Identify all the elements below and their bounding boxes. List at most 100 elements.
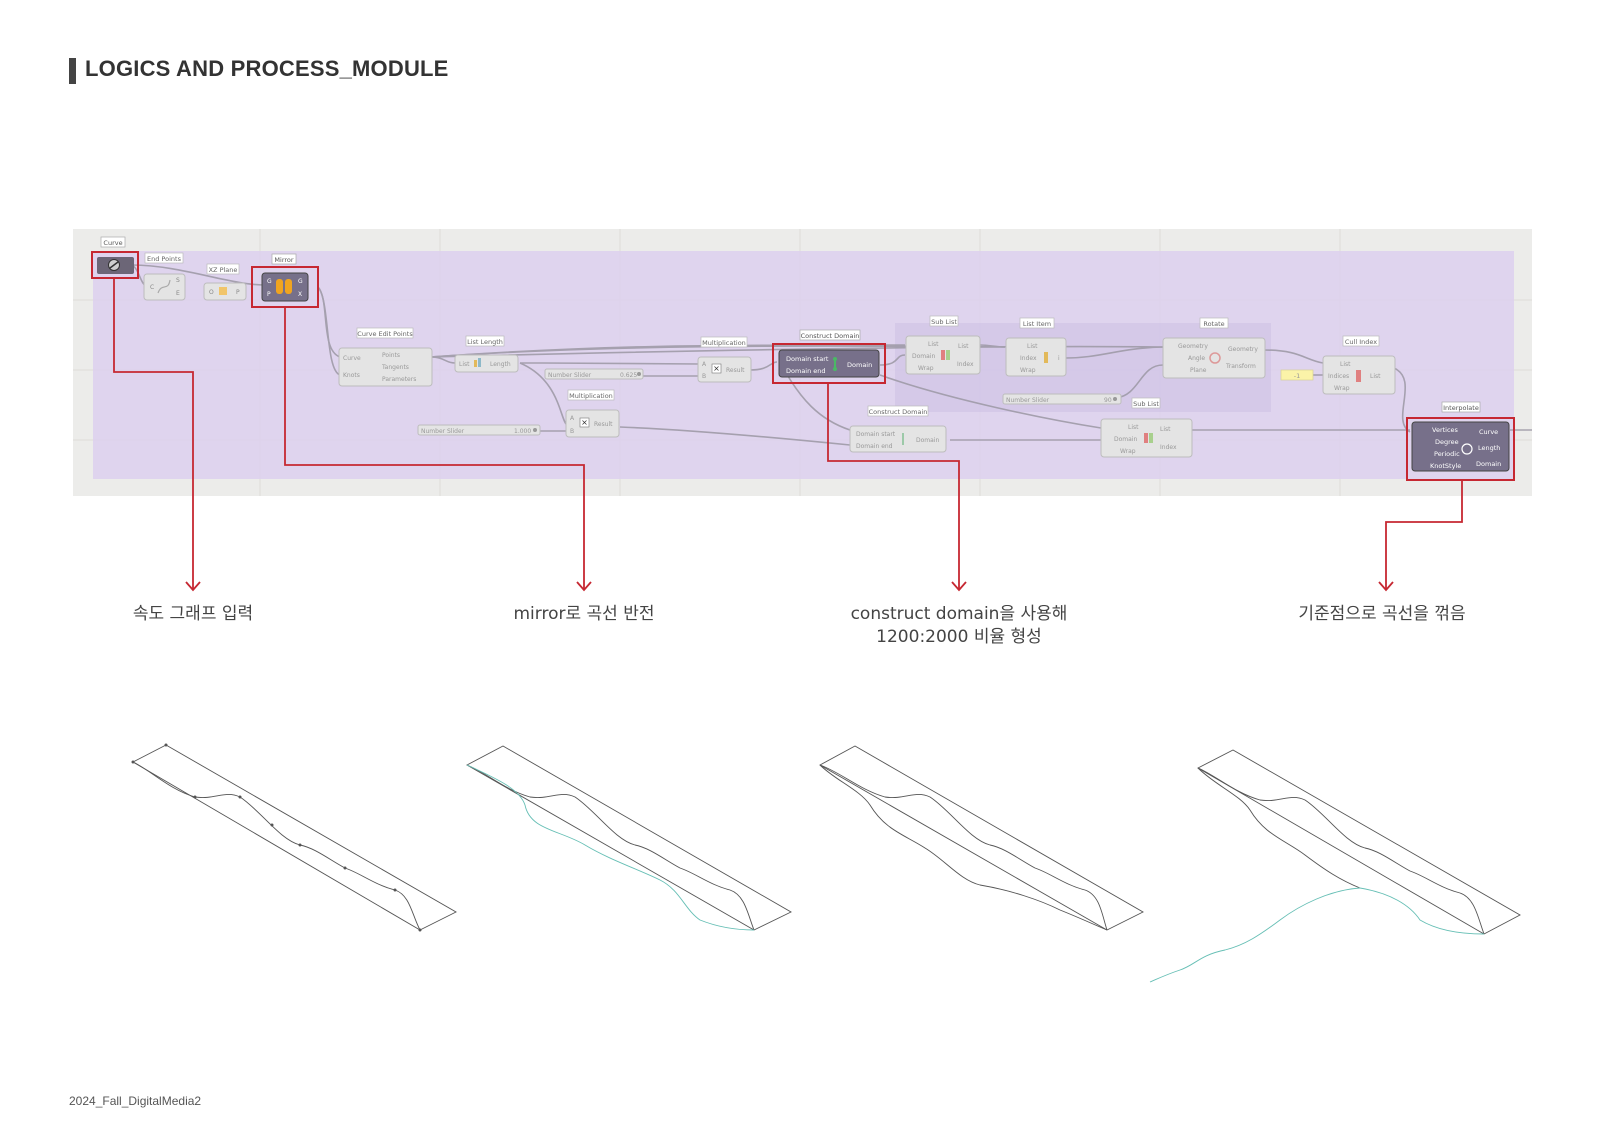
port-label: Domain start — [786, 355, 829, 363]
highlight-interpolate — [1406, 417, 1515, 481]
curve-points-1 — [131, 743, 422, 932]
curve-illustration-2 — [466, 745, 792, 931]
slider-value: 90 — [1104, 397, 1112, 404]
node-tag: Sub List — [1133, 400, 1159, 408]
port-label: A — [702, 361, 707, 368]
port-label: Geometry — [1178, 343, 1208, 350]
multiplication-node-1[interactable]: Multiplication A B Result × — [697, 336, 752, 383]
curve-illustration-3 — [819, 745, 1144, 931]
port-label: List — [1128, 424, 1139, 431]
port-label: Index — [1160, 444, 1177, 451]
caption-2: mirror로 곡선 반전 — [513, 604, 655, 624]
port-label: Result — [726, 367, 745, 374]
port-label: G — [267, 278, 272, 285]
port-label: A — [570, 415, 575, 422]
port-label: Wrap — [918, 365, 934, 372]
svg-text:×: × — [713, 364, 720, 373]
arrowheads — [185, 581, 1394, 592]
node-tag: Multiplication — [569, 392, 613, 400]
arrow-3 — [827, 383, 960, 590]
port-label: List — [928, 341, 939, 348]
port-label: Domain — [1476, 460, 1501, 468]
node-tag: Cull Index — [1345, 338, 1377, 346]
rotate-node[interactable]: Rotate Geometry Angle Plane Geometry Tra… — [1162, 317, 1266, 379]
port-label: List — [459, 361, 470, 368]
port-label: Length — [1478, 444, 1500, 452]
arrow-4 — [1385, 480, 1463, 590]
slider-label: Number Slider — [1006, 397, 1050, 404]
port-label: Result — [594, 421, 613, 428]
port-label: Angle — [1188, 355, 1205, 362]
list-length-node[interactable]: List Length List Length — [454, 335, 519, 373]
port-label: S — [176, 277, 180, 284]
node-tag: Interpolate — [1443, 404, 1479, 412]
sub-list-node-1[interactable]: Sub List List Domain Wrap List Index — [905, 315, 981, 375]
xz-plane-node[interactable]: XZ Plane O P — [203, 263, 247, 301]
footer-text: 2024_Fall_DigitalMedia2 — [69, 1094, 202, 1108]
mirror-node[interactable]: Mirror G P G X — [261, 253, 309, 302]
slider-label: Number Slider — [548, 372, 592, 379]
port-label: List — [1027, 343, 1038, 350]
port-label: Knots — [343, 372, 360, 379]
number-slider-3[interactable]: Number Slider 90 — [1002, 393, 1122, 405]
curve-illustration-1 — [132, 744, 457, 931]
panel-node[interactable]: -1 — [1280, 369, 1314, 381]
port-label: Degree — [1435, 438, 1459, 446]
port-label: Domain start — [856, 431, 896, 438]
multiplication-node-2[interactable]: Multiplication A B Result × — [565, 389, 620, 438]
port-label: Domain — [847, 361, 872, 369]
callout-arrows — [113, 278, 1463, 590]
port-label: i — [1058, 355, 1060, 362]
end-points-node[interactable]: End Points C S E — [143, 252, 186, 301]
page-title: LOGICS AND PROCESS_MODULE — [85, 56, 449, 81]
highlight-construct-domain — [772, 343, 886, 384]
port-label: G — [298, 278, 303, 285]
caption-4: 기준점으로 곡선을 꺾음 — [1298, 604, 1466, 624]
node-tag: Mirror — [274, 256, 293, 264]
port-label: List — [1160, 426, 1171, 433]
port-label: B — [570, 428, 574, 435]
port-label: Vertices — [1432, 426, 1459, 434]
port-label: Wrap — [1120, 448, 1136, 455]
node-tag: Curve — [103, 239, 122, 247]
arrow-1 — [113, 278, 194, 590]
port-label: Periodic — [1434, 450, 1460, 458]
construct-domain-node-2[interactable]: Construct Domain Domain start Domain end… — [849, 405, 947, 453]
curve-param-node[interactable]: Curve — [97, 236, 134, 274]
caption-3: construct domain을 사용해 1200:2000 비율 형성 — [850, 604, 1068, 647]
port-label: Domain end — [856, 443, 893, 450]
svg-text:×: × — [581, 418, 588, 427]
port-label: KnotStyle — [1430, 462, 1461, 470]
curve-illustration-4 — [1149, 749, 1521, 983]
interpolate-node[interactable]: Interpolate Vertices Degree Periodic Kno… — [1411, 401, 1510, 472]
node-tag: Rotate — [1203, 320, 1224, 328]
port-label: List — [958, 343, 969, 350]
port-label: Curve — [1479, 428, 1498, 436]
node-tag: Construct Domain — [869, 408, 928, 416]
node-tag: Multiplication — [702, 339, 746, 347]
port-label: List — [1340, 361, 1351, 368]
panel-value: -1 — [1294, 372, 1300, 380]
slider-value: 1.000 — [514, 428, 531, 435]
port-label: Wrap — [1020, 367, 1036, 374]
cull-index-node[interactable]: Cull Index List Indices Wrap List — [1322, 335, 1396, 395]
port-label: Indices — [1328, 373, 1349, 380]
port-label: P — [267, 291, 271, 298]
highlight-curve — [91, 251, 139, 279]
node-tag: List Length — [467, 338, 503, 346]
port-label: Plane — [1190, 367, 1207, 374]
curve-edit-points-node[interactable]: Curve Edit Points Curve Knots Points Tan… — [338, 327, 433, 387]
port-label: List — [1370, 373, 1381, 380]
caption-1: 속도 그래프 입력 — [132, 604, 254, 624]
port-label: Parameters — [382, 376, 416, 383]
port-label: E — [176, 290, 180, 297]
port-label: Geometry — [1228, 346, 1258, 353]
number-slider-1[interactable]: Number Slider 0.625 — [544, 368, 644, 380]
construct-domain-node-1[interactable]: Construct Domain Domain start Domain end… — [778, 329, 880, 378]
number-slider-2[interactable]: Number Slider 1.000 — [417, 424, 541, 436]
node-tag: Curve Edit Points — [357, 330, 413, 338]
list-item-node[interactable]: List Item List Index Wrap i — [1005, 317, 1067, 377]
port-label: B — [702, 373, 706, 380]
sub-list-node-2[interactable]: Sub List List Domain Wrap List Index — [1100, 397, 1193, 458]
port-label: Domain end — [786, 367, 826, 375]
